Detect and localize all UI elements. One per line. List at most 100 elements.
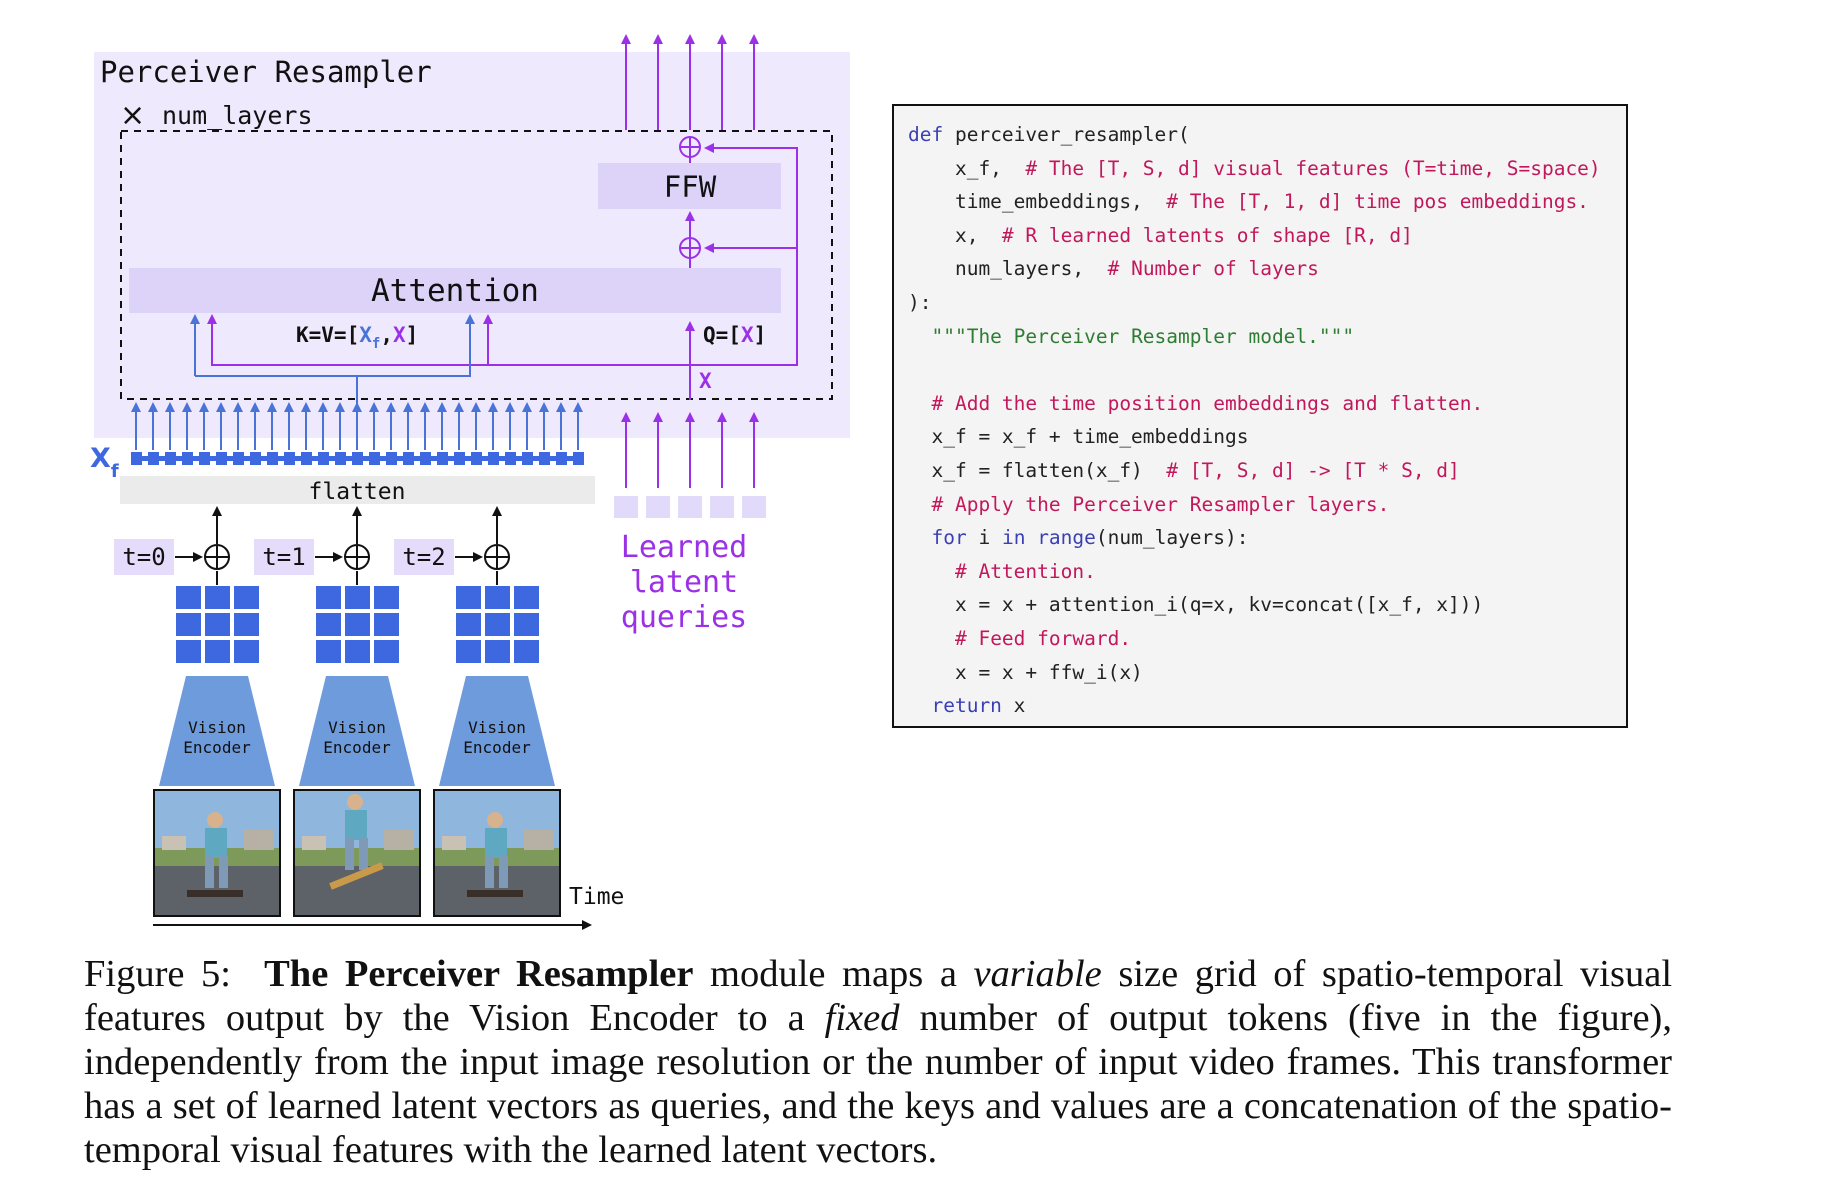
code-line: # Feed forward. <box>908 622 1626 656</box>
code-keyword: in <box>1001 526 1026 550</box>
time-step-box <box>254 539 314 575</box>
code-line <box>908 353 1626 387</box>
code-text: x_f = x_f + time_embeddings <box>908 425 1249 449</box>
code-line: # Apply the Perceiver Resampler layers. <box>908 488 1626 522</box>
learned-query-token <box>646 496 670 518</box>
visual-token <box>250 452 261 465</box>
token-link <box>261 456 267 461</box>
code-line: x = x + attention_i(q=x, kv=concat([x_f,… <box>908 588 1626 622</box>
x-label: X <box>699 369 712 393</box>
visual-token <box>335 452 346 465</box>
token-link <box>278 456 284 461</box>
token-link <box>295 456 301 461</box>
code-line: x, # R learned latents of shape [R, d] <box>908 219 1626 253</box>
token-link <box>244 456 250 461</box>
token-link <box>176 456 182 461</box>
flatten-bar <box>120 476 595 504</box>
token-link <box>380 456 386 461</box>
patch-cell <box>514 613 539 636</box>
attention-label: Attention <box>371 273 539 309</box>
code-comment: # Attention. <box>954 559 1096 583</box>
frame-columns: t=0VisionEncodert=1VisionEncodert=2Visio… <box>114 506 561 917</box>
patch-cell <box>205 586 230 609</box>
code-text <box>908 627 955 650</box>
time-step-box <box>394 539 454 575</box>
code-comment: # Apply the Perceiver Resampler layers. <box>931 492 1390 516</box>
patch-cell <box>345 586 370 609</box>
vision-encoder-label-2: Encoder <box>463 738 531 757</box>
token-link <box>159 456 165 461</box>
patch-cell <box>316 640 341 663</box>
token-link <box>482 456 488 461</box>
vision-encoder-label-1: Vision <box>328 718 386 737</box>
token-link <box>363 456 369 461</box>
patch-cell <box>176 640 201 663</box>
ffw-label: FFW <box>664 170 717 204</box>
learned-queries-label-1: Learned <box>621 530 747 565</box>
patch-cell <box>374 586 399 609</box>
code-comment: # Feed forward. <box>954 626 1132 650</box>
visual-token <box>216 452 227 465</box>
visual-token <box>284 452 295 465</box>
patch-cell <box>205 613 230 636</box>
token-link <box>567 456 573 461</box>
vision-encoder <box>299 676 415 786</box>
code-line: # Add the time position embeddings and f… <box>908 387 1626 421</box>
visual-token <box>131 452 142 465</box>
visual-token <box>386 452 397 465</box>
token-link <box>210 456 216 461</box>
patch-cell <box>514 640 539 663</box>
code-comment: # The [T, 1, d] time pos embeddings. <box>1166 190 1589 214</box>
token-arrows <box>131 402 583 450</box>
code-text: i <box>966 526 1002 550</box>
patch-cell <box>176 613 201 636</box>
vision-encoder <box>159 676 275 786</box>
code-line: ): <box>908 286 1626 320</box>
caption-bold-title: The Perceiver Resampler <box>264 953 694 995</box>
visual-token <box>267 452 278 465</box>
visual-token <box>318 452 329 465</box>
patch-cell <box>316 613 341 636</box>
xf-label: Xf <box>90 443 119 482</box>
token-link <box>516 456 522 461</box>
output-token-arrows <box>621 34 759 130</box>
learned-query-token <box>742 496 766 518</box>
patch-cell <box>234 613 259 636</box>
code-line: num_layers, # Number of layers <box>908 252 1626 286</box>
token-link <box>312 456 318 461</box>
patch-cell <box>514 586 539 609</box>
visual-token <box>199 452 210 465</box>
token-link <box>499 456 505 461</box>
code-line: x_f = x_f + time_embeddings <box>908 420 1626 454</box>
learned-queries-label-3: queries <box>621 600 747 635</box>
attention-block <box>129 268 781 313</box>
learned-query-token <box>678 496 702 518</box>
token-link <box>448 456 454 461</box>
code-line: # Attention. <box>908 555 1626 589</box>
learned-query-token <box>710 496 734 518</box>
caption-italic-variable: variable <box>973 953 1102 995</box>
vision-encoder-label-1: Vision <box>468 718 526 737</box>
video-frame-image <box>293 789 421 917</box>
code-line: time_embeddings, # The [T, 1, d] time po… <box>908 185 1626 219</box>
vision-encoder-label-2: Encoder <box>323 738 391 757</box>
code-keyword: for <box>931 526 967 550</box>
code-text <box>908 493 931 516</box>
code-text <box>908 560 955 583</box>
caption-italic-fixed: fixed <box>824 997 900 1039</box>
visual-token <box>369 452 380 465</box>
learned-query-tokens <box>614 496 766 518</box>
time-axis-label: Time <box>569 884 624 910</box>
code-keyword: return <box>931 694 1002 718</box>
code-keyword: range <box>1037 526 1096 550</box>
vision-encoder <box>439 676 555 786</box>
visual-token <box>437 452 448 465</box>
time-step-box <box>114 539 174 575</box>
code-text: (num_layers): <box>1095 526 1249 550</box>
patch-cell <box>345 613 370 636</box>
visual-token <box>471 452 482 465</box>
visual-token <box>488 452 499 465</box>
patch-cell <box>485 640 510 663</box>
token-link <box>465 456 471 461</box>
kv-label: K=V=[Xf,X] <box>296 323 418 352</box>
